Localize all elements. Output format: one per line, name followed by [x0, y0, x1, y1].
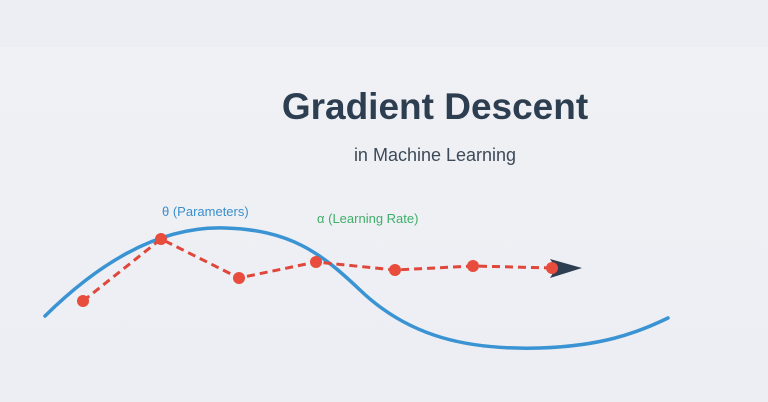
- descent-point: [389, 264, 401, 276]
- theta-parameters-label: θ (Parameters): [162, 204, 249, 219]
- descent-points: [77, 233, 558, 307]
- alpha-learning-rate-label: α (Learning Rate): [317, 211, 419, 226]
- descent-point: [155, 233, 167, 245]
- page-subtitle: in Machine Learning: [353, 145, 517, 165]
- descent-point: [546, 262, 558, 274]
- descent-point: [310, 256, 322, 268]
- page-title: Gradient Descent: [281, 86, 589, 127]
- descent-point: [467, 260, 479, 272]
- arrow-head-icon: [550, 259, 582, 278]
- background-band: [0, 47, 768, 402]
- descent-point: [77, 295, 89, 307]
- loss-curve: [43, 226, 670, 350]
- descent-point: [233, 272, 245, 284]
- descent-path: [82, 237, 553, 303]
